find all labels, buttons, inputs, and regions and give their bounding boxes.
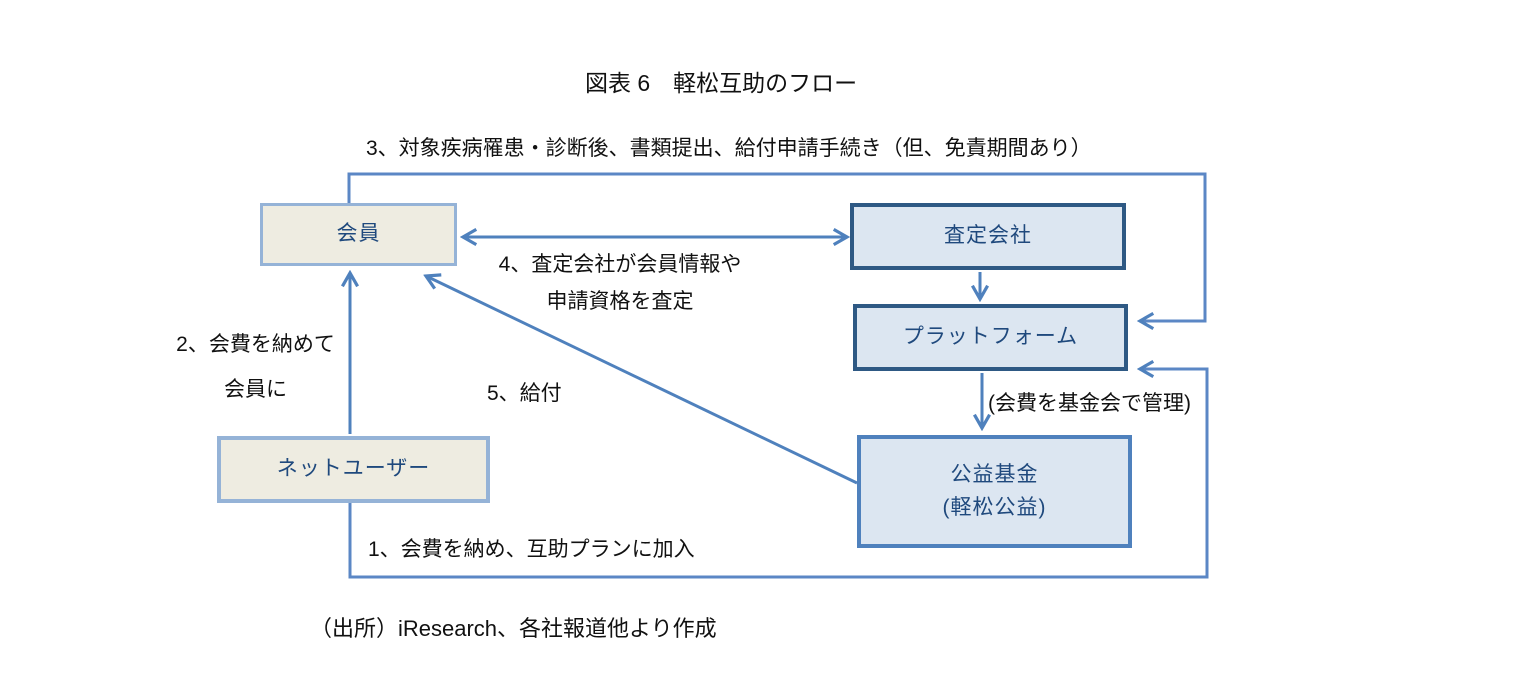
step4-label-line1: 4、査定会社が会員情報や	[498, 253, 742, 276]
step2-label: 2、会費を納めて 会員に	[158, 322, 353, 412]
step3-label: 3、対象疾病罹患・診断後、書類提出、給付申請手続き（但、免責期間あり）	[366, 137, 1092, 160]
node-member-label: 会員	[336, 222, 381, 246]
node-public-fund: 公益基金 (軽松公益)	[857, 435, 1132, 548]
step2-label-line2: 会員に	[224, 378, 287, 401]
step1-label: 1、会費を納め、互助プランに加入	[368, 538, 695, 561]
node-public-fund-sublabel: (軽松公益)	[942, 495, 1047, 519]
node-net-user: ネットユーザー	[217, 436, 490, 503]
node-net-user-label: ネットユーザー	[276, 457, 431, 481]
node-assessment-company: 査定会社	[850, 203, 1126, 270]
figure-title: 図表 6 軽松互助のフロー	[585, 70, 858, 96]
node-member: 会員	[260, 203, 457, 266]
node-platform: プラットフォーム	[853, 304, 1128, 371]
fund-management-note: (会費を基金会で管理)	[988, 392, 1191, 415]
source-note: （出所）iResearch、各社報道他より作成	[310, 616, 717, 641]
step4-label: 4、査定会社が会員情報や 申請資格を査定	[455, 246, 785, 320]
step4-label-line2: 申請資格を査定	[546, 290, 694, 313]
step5-label: 5、給付	[487, 382, 562, 405]
node-platform-label: プラットフォーム	[902, 325, 1079, 349]
step2-label-line1: 2、会費を納めて	[176, 333, 335, 356]
node-public-fund-label: 公益基金	[950, 462, 1039, 486]
node-assessment-company-label: 査定会社	[944, 224, 1032, 248]
